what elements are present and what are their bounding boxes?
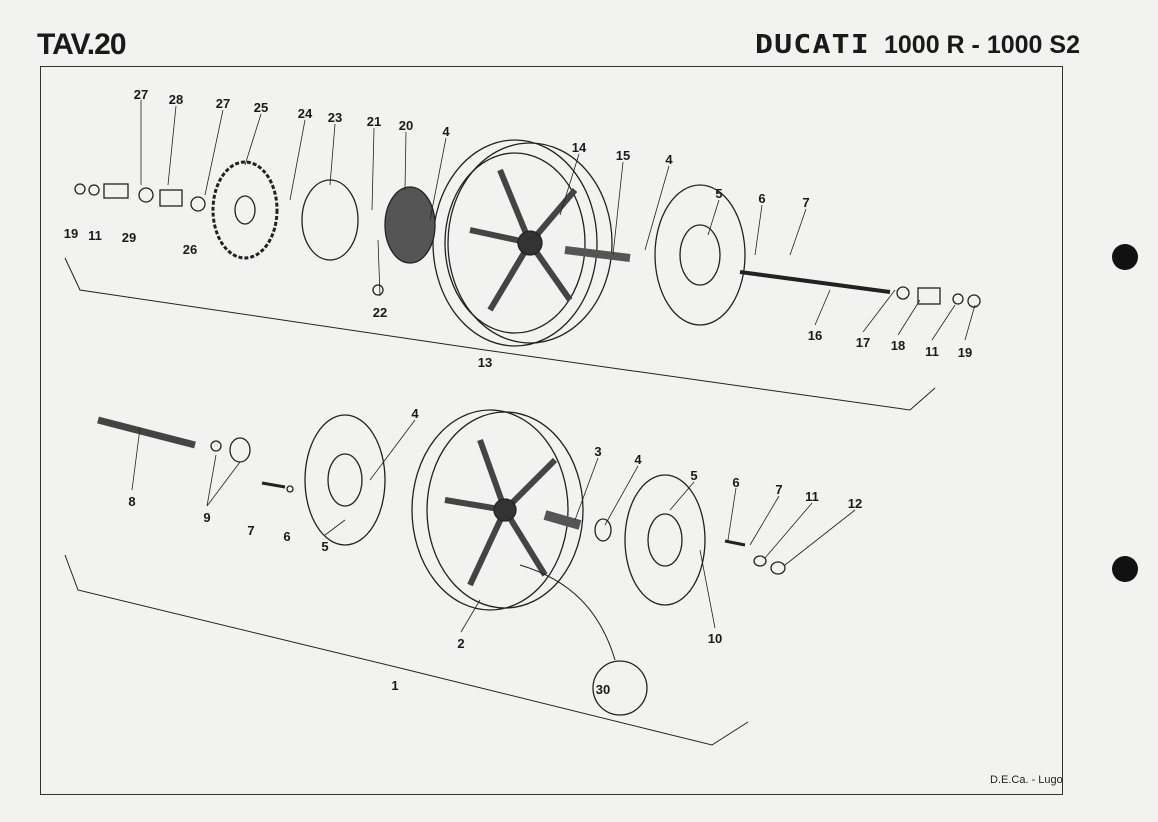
binder-hole bbox=[1112, 244, 1138, 270]
callout: 17 bbox=[856, 335, 870, 350]
rear-wheel bbox=[432, 139, 613, 347]
callout: 10 bbox=[708, 631, 722, 646]
binder-hole bbox=[1112, 556, 1138, 582]
callout: 19 bbox=[64, 226, 78, 241]
callout: 27 bbox=[216, 96, 230, 111]
valve-detail-circle bbox=[592, 660, 648, 716]
callout: 5 bbox=[690, 468, 697, 483]
callout: 6 bbox=[758, 191, 765, 206]
callout: 3 bbox=[594, 444, 601, 459]
callout: 11 bbox=[925, 344, 939, 359]
callout: 19 bbox=[958, 345, 972, 360]
callout: 5 bbox=[715, 186, 722, 201]
front-axle bbox=[97, 416, 196, 449]
front-right-disc bbox=[624, 474, 706, 606]
callout: 6 bbox=[283, 529, 290, 544]
front-callouts: 4 8 9 7 6 5 3 4 5 6 7 11 12 2 10 30 1 bbox=[128, 406, 862, 697]
callout: 11 bbox=[805, 489, 819, 504]
callout: 14 bbox=[572, 140, 587, 155]
callout: 27 bbox=[134, 87, 148, 102]
callout: 15 bbox=[616, 148, 630, 163]
callout: 7 bbox=[802, 195, 809, 210]
callout: 20 bbox=[399, 118, 413, 133]
callout: 25 bbox=[254, 100, 268, 115]
callout: 29 bbox=[122, 230, 136, 245]
ducati-logo: DUCATI bbox=[755, 30, 870, 60]
header-brand: DUCATI 1000 R - 1000 S2 bbox=[755, 30, 1080, 60]
callout: 28 bbox=[169, 92, 183, 107]
callout: 18 bbox=[891, 338, 905, 353]
rear-sprocket bbox=[211, 160, 279, 260]
diagram-frame bbox=[40, 66, 1063, 795]
credit-text: D.E.Ca. - Lugo bbox=[990, 774, 1063, 786]
callout: 4 bbox=[442, 124, 450, 139]
callout: 12 bbox=[848, 496, 862, 511]
plate-number: TAV.20 bbox=[37, 28, 126, 61]
callout: 13 bbox=[478, 355, 492, 370]
callout: 30 bbox=[596, 682, 610, 697]
rear-callouts: 27 28 27 25 24 23 21 20 4 14 15 4 5 6 7 … bbox=[64, 87, 972, 370]
front-wheel bbox=[411, 409, 584, 611]
sprocket-carrier bbox=[301, 179, 359, 261]
callout: 4 bbox=[634, 452, 642, 467]
callout: 21 bbox=[367, 114, 381, 129]
callout: 4 bbox=[665, 152, 673, 167]
callout: 8 bbox=[128, 494, 135, 509]
callout: 2 bbox=[457, 636, 464, 651]
callout: 9 bbox=[203, 510, 210, 525]
cush-drive-rubber bbox=[384, 186, 436, 264]
callout: 7 bbox=[247, 523, 254, 538]
rear-brake-disc bbox=[654, 184, 746, 326]
model-title: 1000 R - 1000 S2 bbox=[884, 30, 1080, 59]
callout: 7 bbox=[775, 482, 782, 497]
callout: 16 bbox=[808, 328, 822, 343]
front-left-disc bbox=[304, 414, 386, 546]
callout: 11 bbox=[88, 228, 102, 243]
callout: 26 bbox=[183, 242, 197, 257]
callout: 23 bbox=[328, 110, 342, 125]
rear-axle bbox=[739, 270, 891, 294]
callout: 1 bbox=[391, 678, 398, 693]
callout: 6 bbox=[732, 475, 739, 490]
callout: 22 bbox=[373, 305, 387, 320]
callout: 5 bbox=[321, 539, 328, 554]
callout: 4 bbox=[411, 406, 419, 421]
callout: 24 bbox=[298, 106, 313, 121]
